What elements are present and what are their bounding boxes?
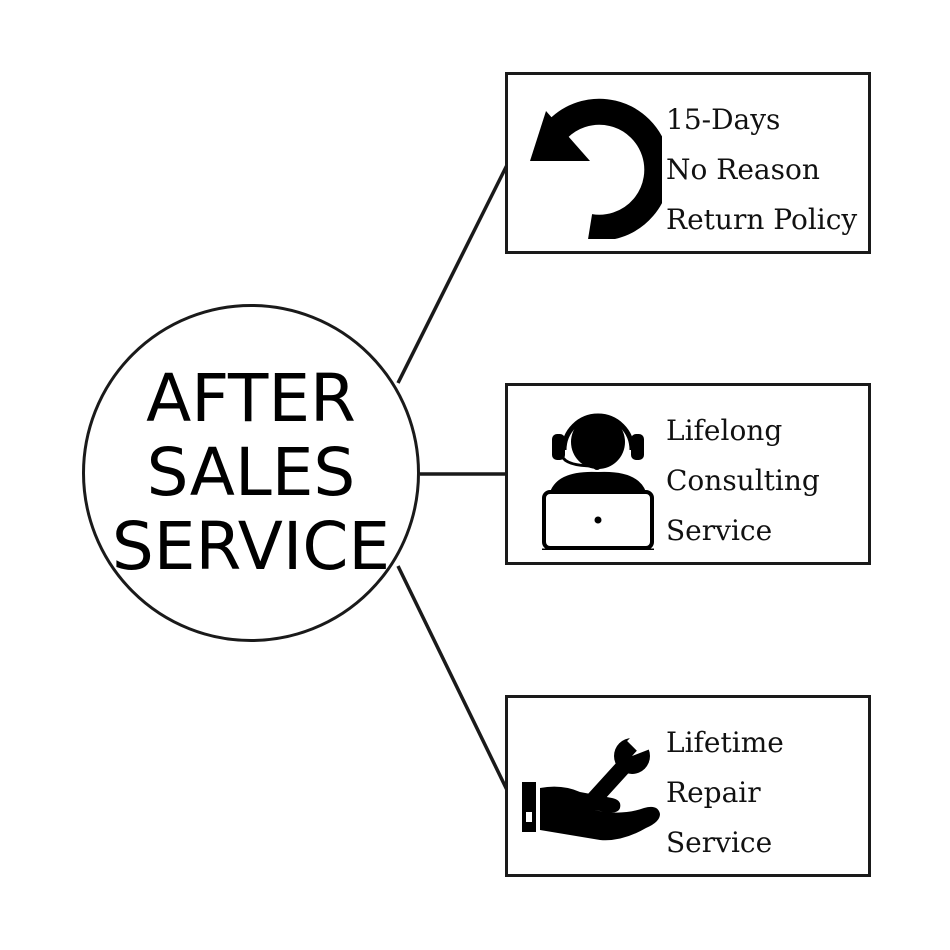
return-arrow-icon [522,89,671,241]
card-return-line-1: 15-Days [666,103,781,136]
card-return-text: 15-Days No Reason Return Policy [666,95,857,245]
card-consult-text: Lifelong Consulting Service [666,406,820,556]
card-repair-line-3: Service [666,826,773,859]
card-consulting: Lifelong Consulting Service [505,383,871,565]
connector-return [396,164,509,384]
card-consult-line-3: Service [666,514,773,547]
card-consult-line-2: Consulting [666,464,820,497]
card-repair-line-1: Lifetime [666,726,784,759]
card-return-policy: 15-Days No Reason Return Policy [505,72,871,254]
card-repair-text: Lifetime Repair Service [666,718,784,868]
connector-repair [396,565,509,791]
card-return-line-2: No Reason [666,153,820,186]
card-repair: Lifetime Repair Service [505,695,871,877]
card-consult-line-1: Lifelong [666,414,783,447]
hub-line-1: AFTER [146,360,356,437]
hand-wrench-icon [522,712,662,862]
hub-line-2: SALES [146,434,356,511]
hub-circle: AFTER SALES SERVICE [82,304,420,642]
headset-support-agent-icon [522,400,662,552]
hub-line-3: SERVICE [111,508,391,585]
card-return-line-3: Return Policy [666,203,858,236]
card-repair-line-2: Repair [666,776,761,809]
